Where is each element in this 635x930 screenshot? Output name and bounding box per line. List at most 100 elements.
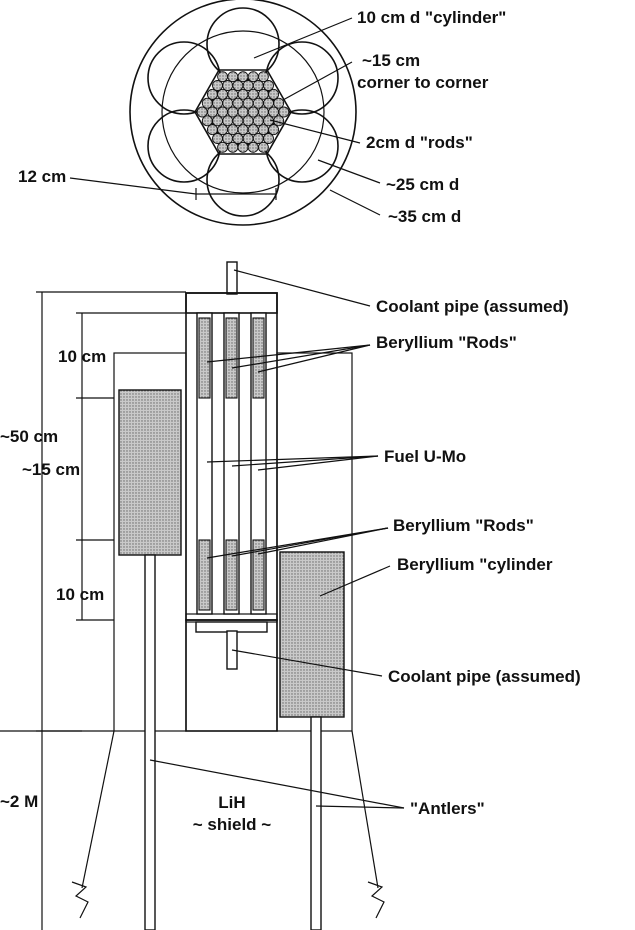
beryllium-rod-top-center: [225, 317, 238, 399]
hex-rod: [257, 141, 269, 153]
hex-rod: [242, 97, 254, 109]
label-rod-diameter: 2cm d "rods": [366, 133, 473, 152]
leader-cylinder-diameter: [253, 17, 353, 59]
hex-rod: [222, 80, 234, 91]
label-inner-circle: ~25 cm d: [386, 175, 459, 194]
hex-rod: [242, 115, 254, 127]
label-spacing: 12 cm: [18, 167, 66, 186]
leader-antlers-left: [149, 759, 405, 809]
inner-circle: [161, 30, 325, 194]
hex-rod: [222, 133, 234, 144]
hex-rod: [247, 141, 259, 153]
leader-ber-top-1: [206, 344, 371, 363]
hex-rod: [217, 106, 229, 118]
shield-line-right: [351, 730, 379, 889]
hex-rod: [212, 115, 223, 127]
hex-rod: [227, 141, 239, 153]
hex-rod: [217, 71, 229, 83]
hex-rod: [217, 124, 229, 136]
label-shield-line2: ~ shield ~: [193, 815, 271, 834]
hex-rod: [222, 115, 234, 127]
hex-rod: [247, 88, 259, 100]
top-view: 10 cm d "cylinder" ~15 cm corner to corn…: [18, 0, 506, 226]
beryllium-rod-bottom-left: [198, 539, 211, 611]
hex-rod: [227, 71, 239, 83]
antler-left: [144, 554, 156, 930]
hex-rod: [247, 106, 259, 118]
hex-rod: [257, 124, 269, 136]
hex-rod: [206, 106, 218, 118]
outer-circle: [129, 0, 357, 226]
hex-rod: [263, 97, 274, 109]
hex-rod: [263, 133, 274, 144]
beryllium-rod-bottom-right: [252, 539, 265, 611]
beryllium-rod-bottom-center: [225, 539, 238, 611]
leader-coolant-bottom: [231, 649, 383, 677]
leader-hex-size: [282, 61, 353, 101]
core-top-cap: [185, 292, 278, 314]
hex-rod: [252, 133, 264, 144]
hex-rod: [247, 124, 259, 136]
label-fuel: Fuel U-Mo: [384, 447, 466, 466]
hex-rod: [232, 97, 244, 109]
hex-rod: [237, 124, 249, 136]
leader-fuel-1: [206, 455, 379, 463]
leader-spacing: [69, 177, 197, 195]
coolant-pipe-top: [226, 261, 238, 295]
side-view: Coolant pipe (assumed) Beryllium "Rods" …: [0, 261, 581, 930]
label-beryllium-rods-bottom: Beryllium "Rods": [393, 516, 534, 535]
label-dim-lower-rod: 10 cm: [56, 585, 104, 604]
hex-rod: [206, 124, 218, 136]
hex-rod: [227, 124, 239, 136]
hex-rod: [278, 106, 290, 118]
hex-rod: [268, 88, 280, 100]
hex-rod: [257, 106, 269, 118]
hex-rod: [212, 80, 223, 91]
label-dim-fuel: ~15 cm: [22, 460, 80, 479]
hex-rod: [247, 71, 259, 83]
hex-rod: [273, 97, 285, 109]
hex-rod: [201, 115, 213, 127]
leader-ber-bottom-3: [257, 527, 389, 555]
leader-fuel-2: [231, 455, 379, 467]
leader-inner-circle: [317, 159, 381, 184]
rod-column-center: [223, 312, 240, 615]
hex-rod: [252, 97, 264, 109]
hex-rod: [212, 97, 223, 109]
hex-rod: [242, 133, 254, 144]
hex-core: [194, 69, 292, 155]
label-shield-line1: LiH: [218, 793, 245, 812]
hex-rod: [232, 80, 244, 91]
hex-rod: [196, 106, 208, 118]
label-dim-total: ~2 M: [0, 792, 38, 811]
leader-outer-circle: [329, 189, 381, 216]
hex-rod: [242, 80, 254, 91]
hex-rod: [237, 88, 249, 100]
shield-break-left: [71, 881, 89, 919]
hex-rod: [232, 133, 244, 144]
hex-rod: [212, 133, 223, 144]
label-antlers: "Antlers": [410, 799, 485, 818]
leader-fuel-3: [257, 455, 379, 471]
beryllium-cylinder-right: [279, 551, 345, 718]
leader-ber-top-2: [231, 344, 371, 369]
beryllium-rod-top-left: [198, 317, 211, 399]
hex-rod: [227, 106, 239, 118]
hex-rod: [237, 141, 249, 153]
hex-rod: [232, 115, 244, 127]
beryllium-cylinder-left: [118, 389, 182, 556]
hex-rod: [237, 106, 249, 118]
label-hex-size-line1: ~15 cm: [362, 51, 420, 70]
leader-beryllium-cylinder: [319, 565, 391, 597]
label-coolant-top: Coolant pipe (assumed): [376, 297, 569, 316]
hex-rod: [268, 124, 280, 136]
label-dim-upper-rod: 10 cm: [58, 347, 106, 366]
hex-rod: [206, 88, 218, 100]
leader-antlers-right: [315, 805, 405, 809]
rod-column-left: [196, 312, 213, 615]
hex-rod: [263, 80, 274, 91]
shield-line-left: [81, 730, 115, 889]
shield-break-right: [367, 881, 385, 919]
label-dim-overall: ~50 cm: [0, 427, 58, 446]
